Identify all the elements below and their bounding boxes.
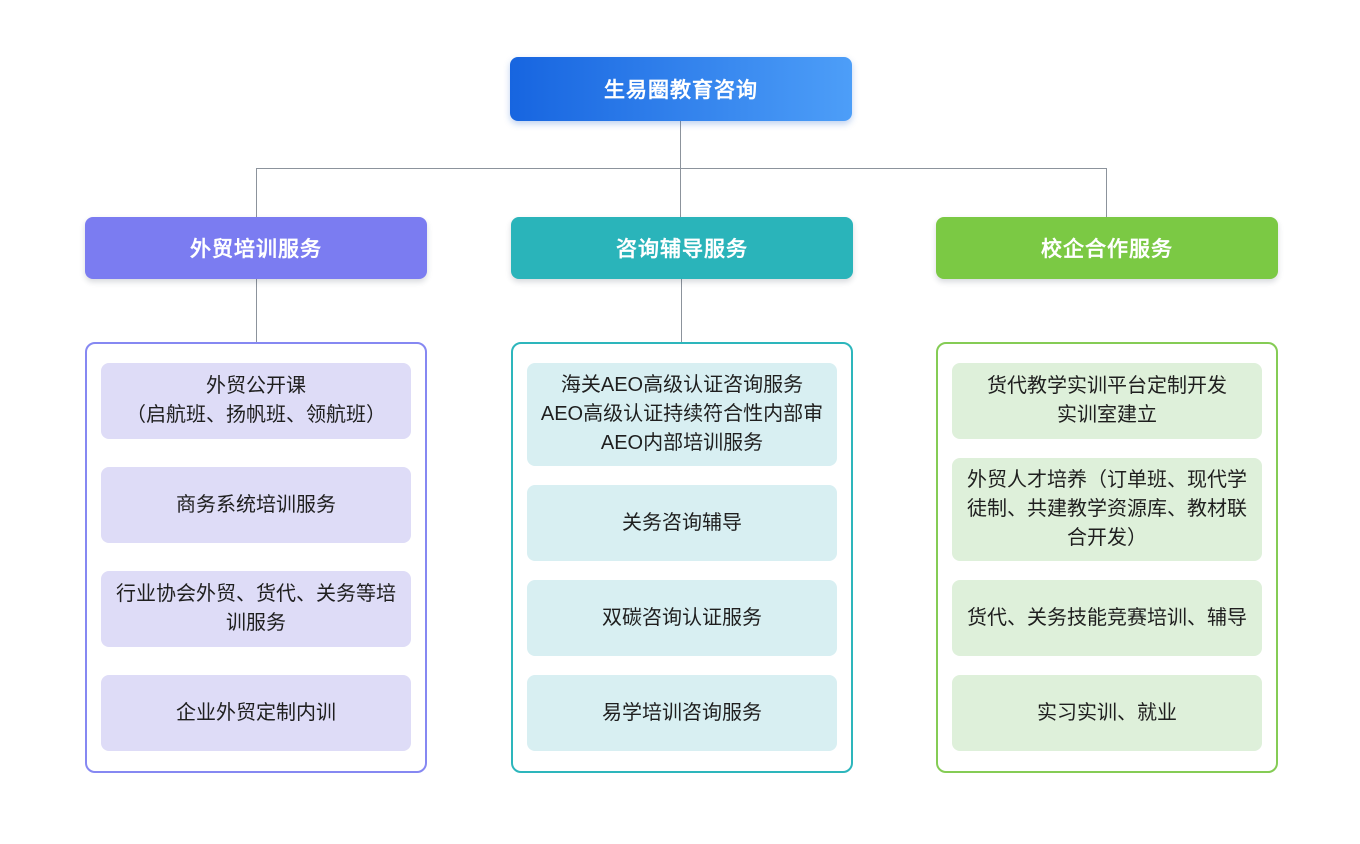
connector-branch-left bbox=[256, 279, 257, 342]
branch-header: 校企合作服务 bbox=[936, 217, 1278, 279]
service-item: 海关AEO高级认证咨询服务 AEO高级认证持续符合性内部审 AEO内部培训服务 bbox=[527, 363, 837, 466]
branch-column-trade-training: 外贸培训服务 外贸公开课 （启航班、扬帆班、领航班） 商务系统培训服务 行业协会… bbox=[85, 217, 427, 773]
service-item: 企业外贸定制内训 bbox=[101, 675, 411, 751]
connector-drop-middle bbox=[680, 168, 681, 217]
connector-branch-middle bbox=[681, 279, 682, 342]
branch-container: 货代教学实训平台定制开发 实训室建立 外贸人才培养（订单班、现代学徒制、共建教学… bbox=[936, 342, 1278, 773]
branch-container: 海关AEO高级认证咨询服务 AEO高级认证持续符合性内部审 AEO内部培训服务 … bbox=[511, 342, 853, 773]
service-item: 外贸公开课 （启航班、扬帆班、领航班） bbox=[101, 363, 411, 439]
connector-drop-left bbox=[256, 168, 257, 217]
branch-header: 外贸培训服务 bbox=[85, 217, 427, 279]
service-item: 双碳咨询认证服务 bbox=[527, 580, 837, 656]
service-item: 货代教学实训平台定制开发 实训室建立 bbox=[952, 363, 1262, 439]
connector-drop-right bbox=[1106, 168, 1107, 217]
service-item: 货代、关务技能竞赛培训、辅导 bbox=[952, 580, 1262, 656]
branch-header: 咨询辅导服务 bbox=[511, 217, 853, 279]
service-item: 商务系统培训服务 bbox=[101, 467, 411, 543]
branch-column-school-enterprise: 校企合作服务 货代教学实训平台定制开发 实训室建立 外贸人才培养（订单班、现代学… bbox=[936, 217, 1278, 773]
connector-root-stem bbox=[680, 121, 681, 168]
service-item: 关务咨询辅导 bbox=[527, 485, 837, 561]
service-item: 易学培训咨询服务 bbox=[527, 675, 837, 751]
service-item: 行业协会外贸、货代、关务等培训服务 bbox=[101, 571, 411, 647]
service-item: 外贸人才培养（订单班、现代学徒制、共建教学资源库、教材联合开发） bbox=[952, 458, 1262, 561]
connector-horizontal bbox=[256, 168, 1107, 169]
root-node: 生易圈教育咨询 bbox=[510, 57, 852, 121]
service-item: 实习实训、就业 bbox=[952, 675, 1262, 751]
branch-column-consulting: 咨询辅导服务 海关AEO高级认证咨询服务 AEO高级认证持续符合性内部审 AEO… bbox=[511, 217, 853, 773]
branch-container: 外贸公开课 （启航班、扬帆班、领航班） 商务系统培训服务 行业协会外贸、货代、关… bbox=[85, 342, 427, 773]
